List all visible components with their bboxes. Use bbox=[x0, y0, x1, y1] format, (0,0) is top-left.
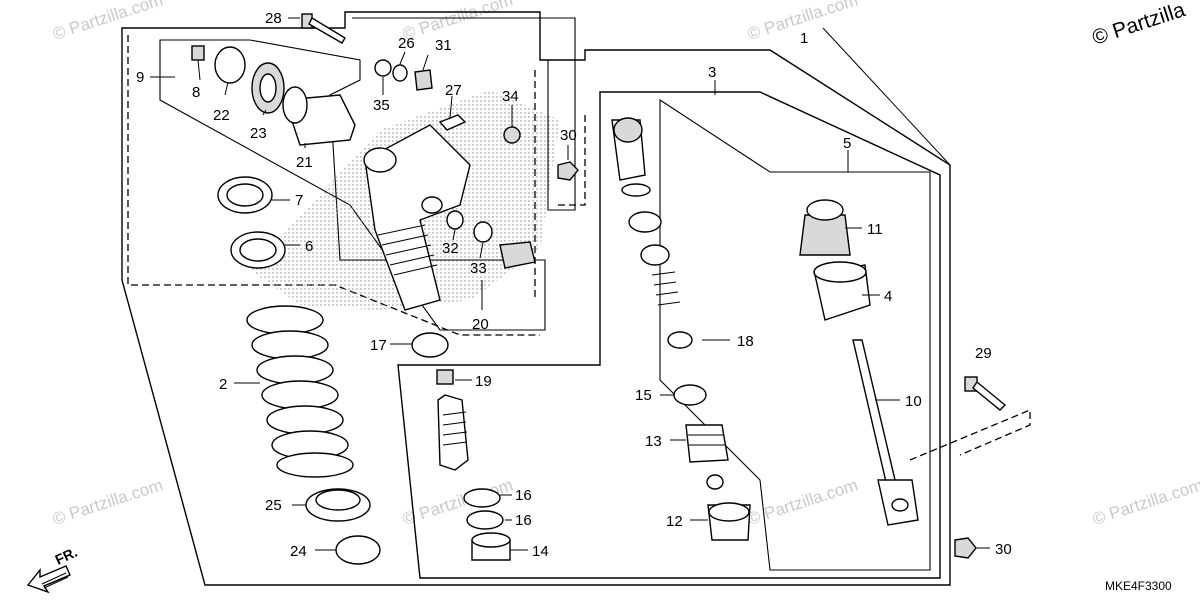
shock-body bbox=[363, 124, 471, 311]
callout-22: 22 bbox=[213, 107, 230, 124]
adjuster-20 bbox=[499, 241, 536, 269]
callout-33: 33 bbox=[470, 260, 487, 277]
callout-10: 10 bbox=[905, 393, 922, 410]
o-ring-35 bbox=[374, 59, 392, 77]
piston-assembly bbox=[436, 369, 511, 561]
o-ring-26 bbox=[392, 64, 408, 82]
leader-lines bbox=[150, 17, 990, 551]
callout-9: 9 bbox=[136, 69, 144, 86]
nut-30-bottom bbox=[954, 537, 977, 559]
callout-28: 28 bbox=[265, 10, 282, 27]
callout-30b: 30 bbox=[995, 541, 1012, 558]
valve-8 bbox=[191, 45, 205, 61]
callout-14: 14 bbox=[532, 543, 549, 560]
bushing-31 bbox=[414, 69, 433, 91]
spring-seat bbox=[305, 488, 371, 522]
callout-16b: 16 bbox=[515, 512, 532, 529]
callout-35: 35 bbox=[373, 97, 390, 114]
callout-18: 18 bbox=[737, 333, 754, 350]
nut-30-top bbox=[557, 161, 579, 181]
callout-4: 4 bbox=[884, 288, 892, 305]
callout-1: 1 bbox=[800, 30, 808, 47]
callout-21: 21 bbox=[296, 154, 313, 171]
callout-7: 7 bbox=[295, 192, 303, 209]
label-27 bbox=[438, 114, 467, 131]
bolt-29 bbox=[964, 376, 1007, 411]
lock-nut-6 bbox=[230, 231, 286, 269]
circlip-17 bbox=[411, 332, 449, 358]
o-ring-33 bbox=[473, 221, 493, 243]
callout-32: 32 bbox=[442, 240, 459, 257]
dashed-leader bbox=[555, 115, 586, 206]
callout-20: 20 bbox=[472, 316, 489, 333]
watermark: © Partzilla.com bbox=[1090, 475, 1200, 528]
callout-34: 34 bbox=[502, 88, 519, 105]
callout-31: 31 bbox=[435, 37, 452, 54]
callout-27: 27 bbox=[445, 82, 462, 99]
bladder bbox=[251, 62, 285, 114]
assembly-frame-1 bbox=[121, 11, 951, 586]
callout-8: 8 bbox=[192, 84, 200, 101]
spring bbox=[246, 305, 354, 478]
callout-3: 3 bbox=[708, 64, 716, 81]
o-ring-22 bbox=[214, 46, 246, 84]
callout-26: 26 bbox=[398, 35, 415, 52]
callout-6: 6 bbox=[305, 238, 313, 255]
dashed-leader bbox=[909, 409, 1031, 461]
callout-13: 13 bbox=[645, 433, 662, 450]
callout-12: 12 bbox=[666, 513, 683, 530]
reservoir-cylinder bbox=[282, 86, 356, 146]
callouts: 1 3 5 9 8 22 23 21 7 6 2 25 24 17 19 16 … bbox=[136, 10, 1012, 560]
callout-30a: 30 bbox=[560, 127, 577, 144]
front-direction-arrow: FR. bbox=[26, 544, 80, 594]
bolt-28 bbox=[301, 13, 346, 44]
o-ring-32 bbox=[446, 210, 464, 230]
callout-19: 19 bbox=[475, 373, 492, 390]
damper-stack bbox=[611, 117, 751, 541]
watermark: © Partzilla.com bbox=[400, 0, 515, 44]
assembly-frame-3 bbox=[397, 91, 941, 579]
callout-24: 24 bbox=[290, 543, 307, 560]
diagram-code: MKE4F3300 bbox=[1105, 579, 1172, 593]
callout-29: 29 bbox=[975, 345, 992, 362]
callout-15: 15 bbox=[635, 387, 652, 404]
damper-rod bbox=[852, 339, 919, 526]
callout-25: 25 bbox=[265, 497, 282, 514]
callout-16a: 16 bbox=[515, 487, 532, 504]
bump-rubber bbox=[799, 199, 851, 256]
stopper-ring bbox=[335, 535, 381, 565]
watermark: © Partzilla.com bbox=[50, 475, 165, 528]
watermark: © Partzilla.com bbox=[50, 0, 165, 44]
callout-5: 5 bbox=[843, 135, 851, 152]
callout-17: 17 bbox=[370, 337, 387, 354]
collar-34 bbox=[503, 126, 521, 144]
stopper-cup bbox=[813, 261, 871, 321]
copyright-label: © Partzilla bbox=[1089, 0, 1188, 50]
callout-2: 2 bbox=[219, 376, 227, 393]
callout-23: 23 bbox=[250, 125, 267, 142]
direction-label: FR. bbox=[53, 544, 80, 568]
lock-nut-7 bbox=[217, 176, 273, 214]
callout-11: 11 bbox=[867, 221, 883, 238]
